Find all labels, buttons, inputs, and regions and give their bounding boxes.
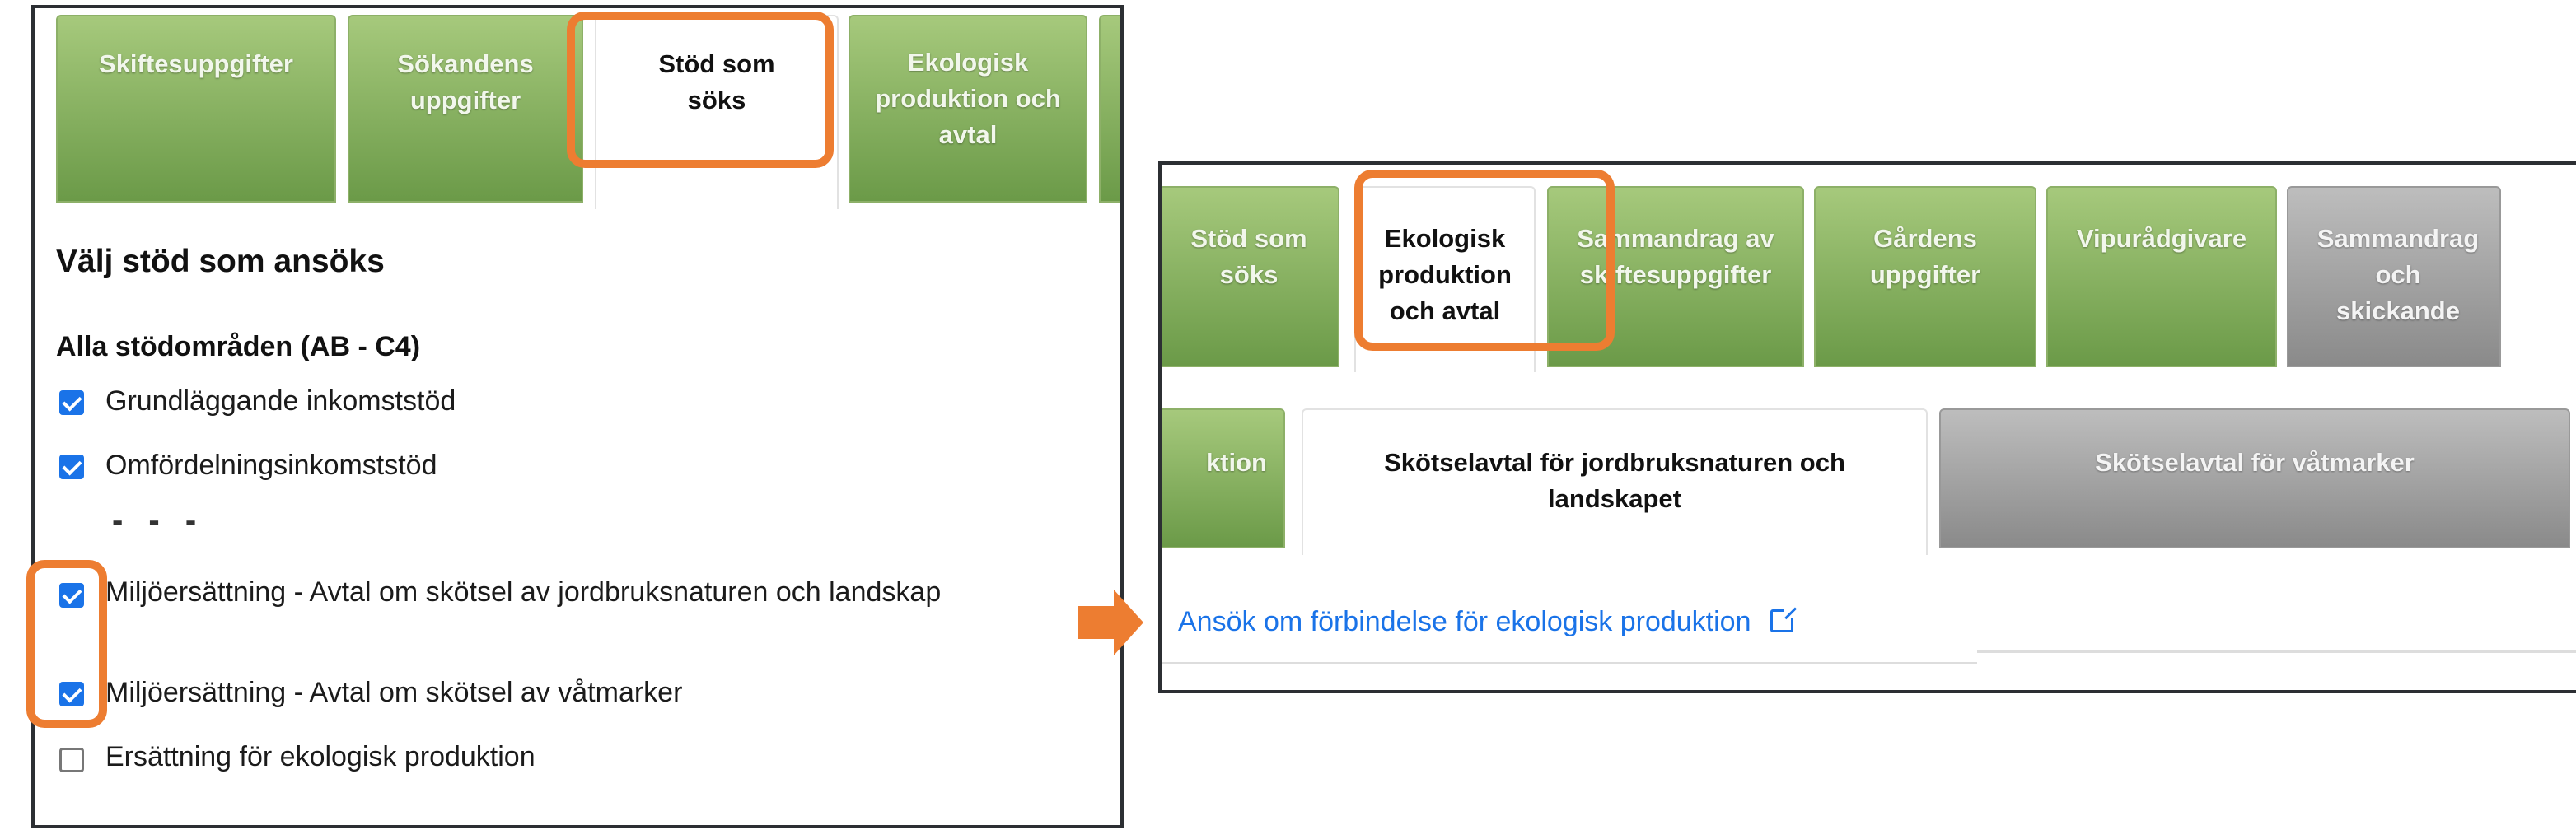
- tab-sokandens-uppgifter[interactable]: Sökandens uppgifter: [348, 15, 583, 203]
- tab-partial[interactable]: [1099, 15, 1120, 203]
- divider: [1977, 650, 2576, 653]
- option-label: Grundläggande inkomststöd: [105, 385, 456, 417]
- tab-gardens-uppgifter[interactable]: Gårdens uppgifter: [1814, 186, 2036, 367]
- highlight-tab: [1354, 170, 1615, 351]
- ellipsis: - - -: [112, 502, 205, 539]
- arrow-icon: [1078, 606, 1120, 639]
- right-panel: Stöd som söks Ekologisk produktion och a…: [1158, 161, 2576, 693]
- option-label: Miljöersättning - Avtal om skötsel av jo…: [105, 576, 942, 608]
- tab-sammandrag-skickande[interactable]: Sammandrag och skickande: [2287, 186, 2501, 367]
- checkbox-ekologisk[interactable]: [59, 748, 84, 772]
- checkbox-omfordelning[interactable]: [59, 455, 84, 479]
- checkbox-grundlaggande[interactable]: [59, 390, 84, 415]
- tab-vipuradgivare[interactable]: Vipurådgivare: [2046, 186, 2277, 367]
- external-link-icon: [1770, 605, 1798, 632]
- left-panel: Skiftesuppgifter Sökandens uppgifter Stö…: [31, 5, 1124, 828]
- highlight-tab: [567, 12, 834, 168]
- apply-link[interactable]: Ansök om förbindelse för ekologisk produ…: [1178, 605, 1798, 638]
- arrow-head: [1114, 590, 1143, 655]
- tab-skiftesuppgifter[interactable]: Skiftesuppgifter: [56, 15, 336, 203]
- section-heading: Alla stödområden (AB - C4): [56, 331, 421, 362]
- highlight-checkboxes: [26, 560, 107, 728]
- page-title: Välj stöd som ansöks: [56, 244, 385, 279]
- subtab-jordbruksnaturen[interactable]: Skötselavtal för jordbruksnaturen och la…: [1302, 408, 1928, 555]
- checkbox-vatmarker[interactable]: [59, 682, 84, 706]
- tab-ekologisk-produktion[interactable]: Ekologisk produktion och avtal: [1354, 186, 1536, 372]
- tab-stod-som-soks[interactable]: Stöd som söks: [595, 15, 839, 209]
- checkbox-jordbruksnaturen[interactable]: [59, 583, 84, 608]
- tab-stod-som-soks[interactable]: Stöd som söks: [1162, 186, 1339, 367]
- option-label: Miljöersättning - Avtal om skötsel av vå…: [105, 677, 683, 708]
- option-label: Ersättning för ekologisk produktion: [105, 741, 535, 772]
- apply-link-text[interactable]: Ansök om förbindelse för ekologisk produ…: [1178, 606, 1751, 637]
- subtab-ekologisk-produktion[interactable]: ktion: [1162, 408, 1285, 548]
- subtab-vatmarker[interactable]: Skötselavtal för våtmarker: [1939, 408, 2570, 548]
- option-label: Omfördelningsinkomststöd: [105, 450, 437, 481]
- tab-ekologisk-produktion[interactable]: Ekologisk produktion och avtal: [849, 15, 1087, 203]
- tab-sammandrag-skiften[interactable]: Sammandrag av skiftesuppgifter: [1547, 186, 1804, 367]
- divider: [1162, 662, 1977, 664]
